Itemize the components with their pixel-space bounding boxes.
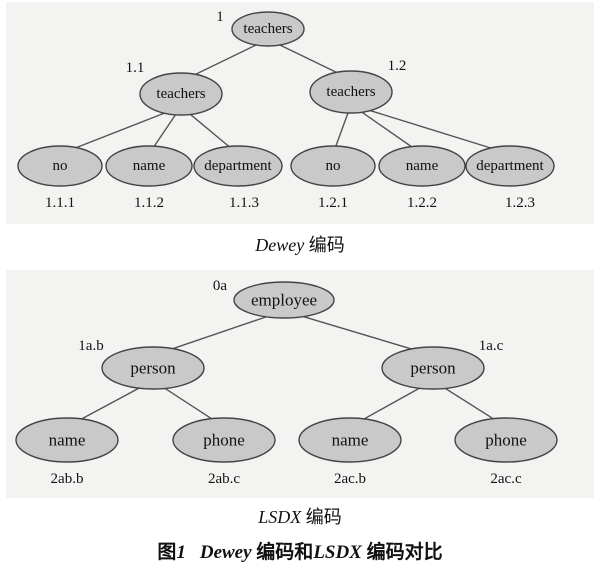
lsdx-code-label: 2ab.b: [51, 471, 84, 487]
dewey-node-n2: name 1.1.2: [105, 145, 193, 211]
dewey-node-ellipse: [17, 145, 103, 187]
dewey-node-root: teachers 1: [216, 9, 305, 47]
lsdx-node-label: person: [130, 359, 176, 378]
dewey-code-label: 1.1.2: [134, 195, 164, 211]
figure-caption-dewey: Dewey: [199, 542, 252, 563]
lsdx-node-p2: person 1a.c: [381, 338, 504, 390]
dewey-code-label: 1.2.1: [318, 195, 348, 211]
lsdx-node-ellipse: [381, 346, 485, 390]
dewey-node-n4: no 1.2.1: [290, 145, 376, 211]
lsdx-code-label: 1a.b: [78, 338, 103, 354]
dewey-node-t2: teachers 1.2: [309, 58, 407, 114]
lsdx-node-ellipse: [172, 417, 276, 463]
dewey-node-t1: teachers 1.1: [126, 60, 223, 116]
lsdx-edge-root-p1: [152, 310, 285, 357]
lsdx-caption-latin: LSDX: [258, 507, 302, 527]
dewey-node-label: department: [476, 158, 544, 174]
lsdx-node-label: name: [49, 431, 86, 450]
lsdx-node-ellipse: [298, 417, 402, 463]
figure-caption: 图1 Dewey 编码和LSDX 编码对比: [0, 537, 600, 564]
tree-diagrams: teachers 1 teachers 1.1 teachers 1.2 no 1.1.1 na…: [6, 2, 594, 498]
dewey-code-label: 1.1: [126, 60, 145, 76]
lsdx-node-ellipse: [454, 417, 558, 463]
dewey-caption: Dewey 编码: [0, 231, 600, 257]
dewey-node-ellipse: [231, 11, 305, 47]
figure-caption-middle: 编码和: [256, 542, 314, 563]
lsdx-tree: employee 0a person 1a.b person 1a.c name 2ab.b p…: [15, 278, 558, 487]
dewey-node-n1: no 1.1.1: [17, 145, 103, 211]
dewey-node-label: teachers: [326, 84, 375, 100]
dewey-node-label: teachers: [243, 21, 292, 37]
dewey-panel-background: [6, 2, 594, 224]
dewey-code-label: 1.2: [388, 58, 407, 74]
figure-caption-number: 1: [176, 542, 186, 563]
dewey-code-label: 1.1.3: [229, 195, 259, 211]
dewey-node-n5: name 1.2.2: [378, 145, 466, 211]
dewey-edge-t2-n6: [350, 103, 511, 155]
dewey-code-label: 1.2.3: [505, 195, 535, 211]
lsdx-edge-root-p2: [283, 310, 434, 357]
dewey-node-label: department: [204, 158, 272, 174]
lsdx-node-ellipse: [15, 417, 119, 463]
lsdx-node-c1: name 2ab.b: [15, 417, 119, 487]
dewey-node-n6: department 1.2.3: [465, 145, 555, 211]
dewey-node-ellipse: [378, 145, 466, 187]
lsdx-code-label: 2ab.c: [208, 471, 240, 487]
dewey-node-label: no: [53, 158, 68, 174]
lsdx-node-label: employee: [251, 291, 317, 310]
lsdx-caption: LSDX 编码: [0, 503, 600, 529]
dewey-node-label: name: [406, 158, 439, 174]
figure-caption-prefix: 图: [157, 542, 177, 563]
dewey-code-label: 1: [216, 9, 224, 25]
lsdx-node-label: name: [332, 431, 369, 450]
lsdx-node-label: person: [410, 359, 456, 378]
dewey-node-ellipse: [139, 72, 223, 116]
lsdx-node-ellipse: [233, 281, 335, 319]
figure-caption-end: 编码对比: [366, 542, 443, 563]
lsdx-node-root: employee 0a: [213, 278, 335, 319]
lsdx-code-label: 1a.c: [479, 338, 504, 354]
dewey-node-label: no: [326, 158, 341, 174]
dewey-node-ellipse: [105, 145, 193, 187]
lsdx-node-c3: name 2ac.b: [298, 417, 402, 487]
lsdx-code-label: 0a: [213, 278, 228, 294]
dewey-node-ellipse: [193, 145, 283, 187]
dewey-node-n3: department 1.1.3: [193, 145, 283, 211]
dewey-node-ellipse: [465, 145, 555, 187]
lsdx-node-p1: person 1a.b: [78, 338, 205, 390]
dewey-code-label: 1.1.1: [45, 195, 75, 211]
dewey-code-label: 1.2.2: [407, 195, 437, 211]
lsdx-node-label: phone: [203, 431, 245, 450]
figure-caption-lsdx: LSDX: [313, 542, 362, 563]
dewey-edge-t1-n1: [59, 105, 182, 155]
lsdx-code-label: 2ac.b: [334, 471, 366, 487]
dewey-node-ellipse: [309, 70, 393, 114]
lsdx-node-c4: phone 2ac.c: [454, 417, 558, 487]
lsdx-caption-cjk: 编码: [305, 507, 342, 527]
dewey-node-label: name: [133, 158, 166, 174]
dewey-node-label: teachers: [156, 86, 205, 102]
lsdx-node-ellipse: [101, 346, 205, 390]
lsdx-node-c2: phone 2ab.c: [172, 417, 276, 487]
dewey-tree: teachers 1 teachers 1.1 teachers 1.2 no 1.1.1 na…: [17, 9, 555, 211]
lsdx-code-label: 2ac.c: [490, 471, 522, 487]
dewey-caption-latin: Dewey: [255, 235, 305, 255]
dewey-caption-cjk: 编码: [308, 235, 345, 255]
dewey-node-ellipse: [290, 145, 376, 187]
lsdx-node-label: phone: [485, 431, 527, 450]
